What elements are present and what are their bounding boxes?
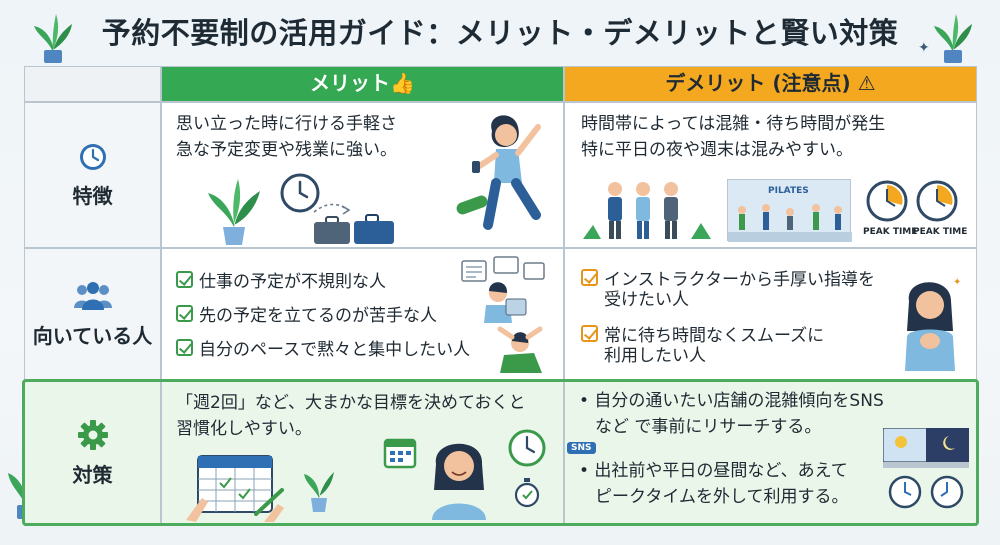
bullet-item-cont: など で事前にリサーチする。 xyxy=(595,417,822,437)
clock-icon xyxy=(887,474,923,510)
bullet-item: • 自分の通いたい店舗の混雑傾向をSNS xyxy=(579,391,884,411)
row-label-text: 向いている人 xyxy=(32,324,153,348)
features-demerit-cell: 時間帯によっては混雑・待ち時間が発生 特に平日の夜や週末は混みやすい。 PILA… xyxy=(564,102,977,248)
checkbox-icon xyxy=(176,339,193,356)
stopwatch-icon xyxy=(514,478,540,508)
measures-merit-line-1: 「週2回」など、大まかな目標を決めておくと xyxy=(176,393,526,413)
sparkle-icon: ✦ xyxy=(918,40,930,56)
features-demerit-line-2: 特に平日の夜や週末は混みやすい。 xyxy=(581,140,853,160)
header-corner xyxy=(24,66,161,102)
check-item: 先の予定を立てるのが苦手な人 xyxy=(176,301,437,326)
peak-clock-icon xyxy=(915,179,959,223)
features-merit-cell: 思い立った時に行ける手軽さ 急な予定変更や残業に強い。 xyxy=(161,102,564,248)
pilates-studio-illustration: PILATES xyxy=(727,179,852,242)
check-item-text: 仕事の予定が不規則な人 xyxy=(199,272,386,292)
wall-clock-icon xyxy=(280,173,320,213)
check-item: 常に待ち時間なくスムーズに xyxy=(581,321,824,346)
clock-icon xyxy=(78,142,108,172)
peak-clock-icon xyxy=(865,179,909,223)
svg-text:✦: ✦ xyxy=(953,277,961,288)
gear-icon xyxy=(77,419,109,451)
page-title: 予約不要制の活用ガイド：メリット・デメリットと賢い対策 xyxy=(101,16,899,50)
row-label-features: 特徴 xyxy=(24,102,161,248)
suitable-demerit-cell: インストラクターから手厚い指導を 受けたい人 常に待ち時間なくスムーズに 利用し… xyxy=(564,248,977,381)
features-merit-line-1: 思い立った時に行ける手軽さ xyxy=(176,114,397,134)
demerit-header-label: デメリット (注意点) ⚠ xyxy=(665,71,876,95)
studio-sign: PILATES xyxy=(768,186,809,196)
clock-icon xyxy=(929,474,965,510)
clock-icon xyxy=(507,428,547,468)
check-item-text-cont: 受けたい人 xyxy=(604,290,689,310)
row-label-text: 特徴 xyxy=(72,183,113,208)
check-item: 自分のペースで黙々と集中したい人 xyxy=(176,335,470,360)
arrow-icon xyxy=(312,198,352,218)
calendar-icon xyxy=(382,434,418,470)
grateful-woman-illustration: ✦ xyxy=(895,271,965,371)
working-person-illustration xyxy=(460,255,560,377)
row-label-measures: 対策 xyxy=(24,381,161,526)
demerit-header: デメリット (注意点) ⚠ xyxy=(564,66,977,102)
calendar-writing-illustration xyxy=(186,450,286,522)
checkbox-icon xyxy=(581,269,598,286)
check-item-text: インストラクターから手厚い指導を xyxy=(604,270,875,290)
potted-plant-icon xyxy=(302,462,336,514)
row-label-suitable: 向いている人 xyxy=(24,248,161,381)
sns-badge: SNS xyxy=(567,442,596,454)
comparison-table: メリット👍 デメリット (注意点) ⚠ 特徴 思い立った時に行ける手軽さ 急な予… xyxy=(22,66,979,526)
briefcase-icon xyxy=(312,213,396,245)
checkbox-icon xyxy=(176,271,193,288)
peak-time-label-1: PEAK TIME xyxy=(863,227,918,237)
smiling-woman-illustration xyxy=(424,430,494,520)
features-merit-line-2: 急な予定変更や残業に強い。 xyxy=(176,140,397,160)
peak-time-label-2: PEAK TIME xyxy=(913,227,968,237)
checkbox-icon xyxy=(176,305,193,322)
measures-merit-cell: 「週2回」など、大まかな目標を決めておくと 習慣化しやすい。 xyxy=(161,381,564,526)
plant-icon xyxy=(30,12,76,64)
suitable-merit-cell: 仕事の予定が不規則な人 先の予定を立てるのが苦手な人 自分のペースで黙々と集中し… xyxy=(161,248,564,381)
waiting-people-illustration xyxy=(579,177,715,241)
potted-plant-icon xyxy=(206,177,262,247)
merit-header: メリット👍 xyxy=(161,66,564,102)
merit-header-label: メリット👍 xyxy=(310,71,415,95)
features-demerit-line-1: 時間帯によっては混雑・待ち時間が発生 xyxy=(581,114,886,134)
check-item-text-cont: 利用したい人 xyxy=(604,346,706,366)
check-item: インストラクターから手厚い指導を xyxy=(581,265,875,290)
measures-merit-line-2: 習慣化しやすい。 xyxy=(176,419,312,439)
plant-icon xyxy=(930,12,976,64)
measures-demerit-cell: • 自分の通いたい店舗の混雑傾向をSNS など で事前にリサーチする。 • 出社… xyxy=(564,381,977,526)
day-night-window-illustration xyxy=(883,428,969,468)
bullet-item-cont: ピークタイムを外して利用する。 xyxy=(595,487,849,507)
check-item-text: 先の予定を立てるのが苦手な人 xyxy=(199,306,437,326)
people-icon xyxy=(72,280,114,312)
check-item-text: 常に待ち時間なくスムーズに xyxy=(604,326,825,346)
bullet-item: • 出社前や平日の昼間など、あえて xyxy=(579,461,848,481)
checkbox-icon xyxy=(581,325,598,342)
happy-woman-illustration xyxy=(452,107,562,247)
row-label-text: 対策 xyxy=(72,463,113,487)
check-item: 仕事の予定が不規則な人 xyxy=(176,267,386,292)
check-item-text: 自分のペースで黙々と集中したい人 xyxy=(199,340,471,360)
